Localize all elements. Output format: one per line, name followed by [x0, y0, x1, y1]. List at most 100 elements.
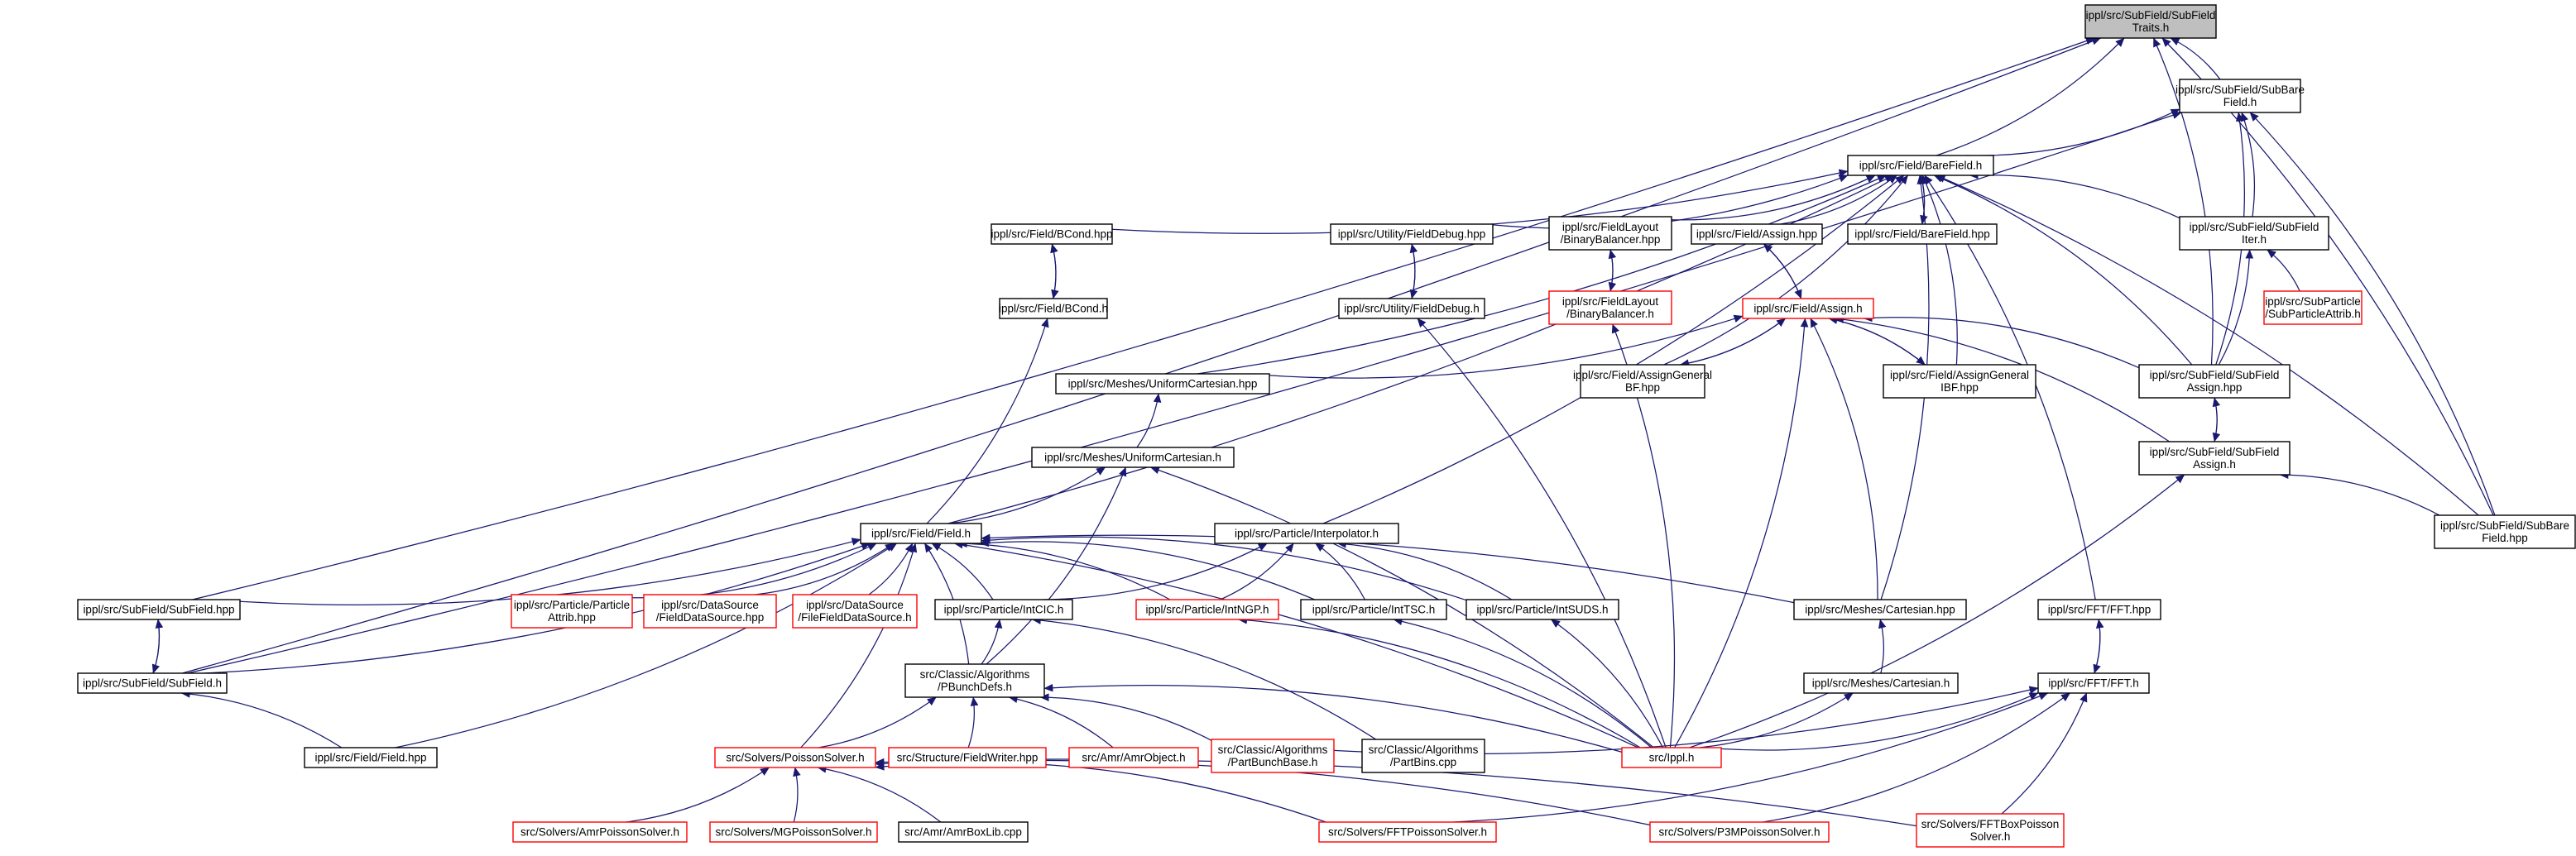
node-amrobject[interactable]: src/Amr/AmrObject.h [1068, 747, 1199, 768]
node-label: ippl/src/DataSource [806, 599, 904, 611]
edge-arrow [2279, 471, 2440, 516]
node-label: ippl/src/Particle/Interpolator.h [1235, 528, 1379, 540]
node-box [2084, 4, 2217, 39]
edge-assign_hpp-to-assign_h [1763, 243, 1802, 299]
edge-layer [151, 36, 2496, 827]
node-filefielddatasource[interactable]: ippl/src/DataSource/FileFieldDataSource.… [792, 594, 918, 629]
edge-subbarefield_hpp-to-subbarefield_h [2249, 112, 2496, 516]
node-fielddatasource[interactable]: ippl/src/DataSource/FieldDataSource.hpp [643, 594, 777, 629]
node-fielddebug_h[interactable]: ippl/src/Utility/FieldDebug.h [1338, 298, 1485, 319]
edge-intngp-to-interpolator_h [1220, 543, 1294, 600]
node-box [2138, 441, 2291, 476]
edge-uniformcartesian_h-to-uniformcartesian_hpp [1136, 393, 1162, 448]
node-particleattrib[interactable]: ippl/src/Particle/ParticleAttrib.hpp [511, 594, 633, 629]
node-fft_hpp[interactable]: ippl/src/FFT/FFT.hpp [2037, 599, 2161, 620]
node-barefield_h[interactable]: ippl/src/Field/BareField.h [1847, 155, 1994, 176]
edge-arrow [1863, 313, 2140, 369]
node-field_hpp[interactable]: ippl/src/Field/Field.hpp [304, 747, 438, 768]
edge-arrow [2267, 249, 2300, 292]
node-subparticleattrib[interactable]: ippl/src/SubParticle/SubParticleAttrib.h [2263, 290, 2363, 325]
node-assign_hpp[interactable]: ippl/src/Field/Assign.hpp [1691, 223, 1823, 245]
edge-arrow [1043, 543, 1268, 600]
node-label: ippl/src/Meshes/Cartesian.h [1812, 677, 1950, 690]
node-subfield_hpp[interactable]: ippl/src/SubField/SubField.hpp [77, 599, 241, 620]
edge-arrow [1878, 619, 1887, 674]
edge-fielddebug_hpp-to-fielddebug_h [1409, 243, 1418, 299]
edge-inttsc-to-field_h [979, 538, 1315, 600]
edge-inttsc-to-interpolator_h [1315, 543, 1365, 600]
node-cartesian_h[interactable]: ippl/src/Meshes/Cartesian.h [1803, 672, 1959, 694]
node-mgpoisson[interactable]: src/Solvers/MGPoissonSolver.h [709, 821, 878, 843]
node-amrboxlib[interactable]: src/Amr/AmrBoxLib.cpp [898, 821, 1029, 843]
node-label: ippl/src/Field/BCond.h [999, 303, 1108, 315]
node-partbunchbase[interactable]: src/Classic/Algorithms/PartBunchBase.h [1211, 739, 1335, 773]
node-fftpoisson[interactable]: src/Solvers/FFTPoissonSolver.h [1318, 821, 1497, 843]
node-partbins[interactable]: src/Classic/Algorithms/PartBins.cpp [1361, 739, 1485, 773]
edge-cartesian_hpp-to-assign_h [1810, 318, 1878, 600]
node-box [1649, 821, 1830, 843]
node-pbunchdefs[interactable]: src/Classic/Algorithms/PBunchDefs.h [904, 663, 1045, 698]
edge-arrow [1409, 243, 1418, 299]
edge-arrow [1763, 243, 1802, 299]
node-inttsc[interactable]: ippl/src/Particle/IntTSC.h [1300, 599, 1447, 620]
edge-arrow [981, 533, 1795, 604]
node-box [1691, 223, 1823, 245]
node-p3mpoisson[interactable]: src/Solvers/P3MPoissonSolver.h [1649, 821, 1830, 843]
node-label: src/Solvers/P3MPoissonSolver.h [1658, 826, 1820, 839]
node-intcic[interactable]: ippl/src/Particle/IntCIC.h [934, 599, 1073, 620]
edge-arrow [967, 696, 979, 748]
node-interpolator_h[interactable]: ippl/src/Particle/Interpolator.h [1214, 523, 1399, 544]
node-intsuds[interactable]: ippl/src/Particle/IntSUDS.h [1465, 599, 1619, 620]
node-ippl_h[interactable]: src/Ippl.h [1621, 747, 1722, 768]
node-amrpoisson[interactable]: src/Solvers/AmrPoissonSolver.h [512, 821, 688, 843]
node-subfield_h[interactable]: ippl/src/SubField/SubField.h [77, 672, 228, 694]
node-uniformcartesian_h[interactable]: ippl/src/Meshes/UniformCartesian.h [1031, 447, 1235, 468]
node-label: src/Classic/Algorithms [1218, 744, 1328, 756]
node-field_h[interactable]: ippl/src/Field/Field.h [860, 523, 982, 544]
edge-arrow [948, 466, 1106, 524]
node-box [1803, 672, 1959, 694]
node-assign_h[interactable]: ippl/src/Field/Assign.h [1742, 298, 1874, 319]
edge-arrow [395, 543, 898, 748]
edge-subfielditer-to-barefield_h [1969, 170, 2180, 219]
node-fielddebug_hpp[interactable]: ippl/src/Utility/FieldDebug.hpp [1330, 223, 1494, 245]
node-box [898, 821, 1029, 843]
node-label: ippl/src/SubField/SubField.hpp [83, 604, 234, 616]
edge-arrow [1608, 249, 1617, 292]
node-uniformcartesian_hpp[interactable]: ippl/src/Meshes/UniformCartesian.hpp [1055, 373, 1270, 395]
node-bcond_h[interactable]: ippl/src/Field/BCond.h [999, 298, 1108, 319]
edge-subfielditer-to-subbarefield_h [2240, 112, 2256, 218]
node-bcond_hpp[interactable]: ippl/src/Field/BCond.hpp [991, 223, 1113, 245]
edge-fftboxpoisson-to-fft_h [2001, 692, 2088, 815]
node-intngp[interactable]: ippl/src/Particle/IntNGP.h [1135, 599, 1279, 620]
node-cartesian_hpp[interactable]: ippl/src/Meshes/Cartesian.hpp [1793, 599, 1967, 620]
edge-arrow [1043, 683, 1623, 753]
edge-arrow [2249, 112, 2496, 516]
node-binarybalancer_hpp[interactable]: ippl/src/FieldLayout/BinaryBalancer.hpp [1548, 216, 1672, 251]
node-fft_h[interactable]: ippl/src/FFT/FFT.h [2037, 672, 2150, 694]
node-label: /SubParticleAttrib.h [2265, 308, 2361, 320]
node-label: ippl/src/Meshes/UniformCartesian.hpp [1068, 378, 1258, 390]
edge-ippl_h-to-cartesian_h [1699, 692, 1854, 748]
edge-arrow [1966, 108, 2180, 156]
edge-intcic-to-field_h [931, 543, 994, 600]
node-fieldwriter[interactable]: src/Structure/FieldWriter.hpp [888, 747, 1047, 768]
node-binarybalancer_h[interactable]: ippl/src/FieldLayout/BinaryBalancer.h [1548, 290, 1672, 325]
node-label: src/Classic/Algorithms [1369, 744, 1479, 756]
node-label: ippl/src/FFT/FFT.h [2048, 677, 2139, 690]
edge-subfieldassign_hpp-to-barefield_h [1933, 175, 2193, 366]
node-barefield_hpp[interactable]: ippl/src/Field/BareField.hpp [1847, 223, 1998, 245]
edge-ippl_h-to-inttsc [1393, 617, 1653, 748]
node-box [792, 594, 918, 629]
edge-mgpoisson-to-poissonsolver [793, 767, 801, 823]
node-poissonsolver[interactable]: src/Solvers/PoissonSolver.h [714, 747, 876, 768]
